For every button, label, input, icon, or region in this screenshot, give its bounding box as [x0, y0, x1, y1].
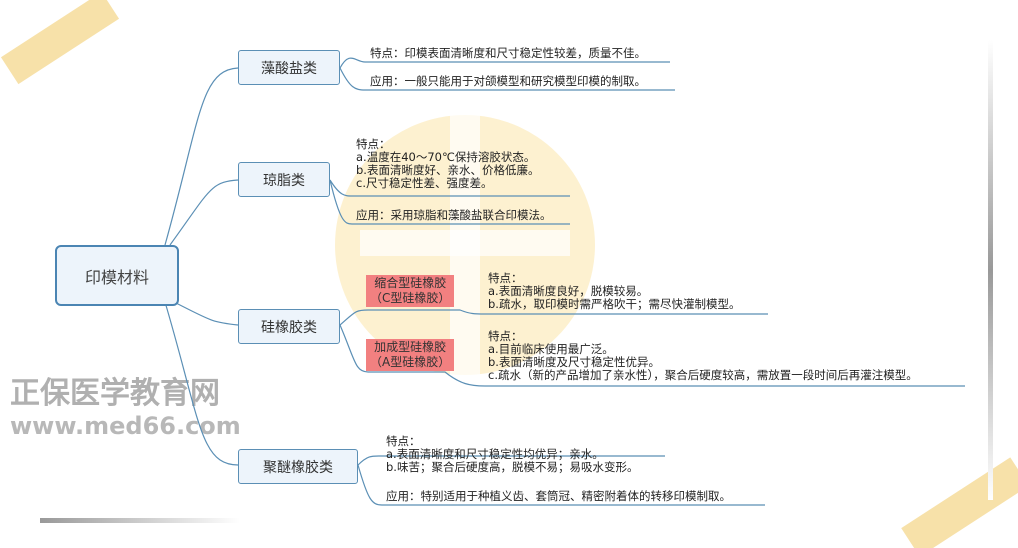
polyether-feature: 特点： a.表面清晰度和尺寸稳定性均优异；亲水。 b.味苦；聚合后硬度高，脱模不… [386, 435, 638, 474]
branch-agar[interactable]: 琼脂类 [238, 162, 330, 197]
branch-silicone[interactable]: 硅橡胶类 [238, 309, 340, 344]
note-line: a.温度在40～70℃保持溶胶状态。 [356, 150, 536, 164]
polyether-application: 应用：特别适用于种植义齿、套筒冠、精密附着体的转移印模制取。 [386, 489, 731, 503]
note-line: a.表面清晰度良好，脱模较易。 [488, 284, 649, 298]
alginate-application: 应用：一般只能用于对颌模型和研究模型印模的制取。 [370, 74, 646, 88]
note-line: 特点： [488, 271, 523, 285]
note-line: b.表面清晰度好、亲水、价格低廉。 [356, 163, 540, 177]
subtype-addition[interactable]: 加成型硅橡胶 （A型硅橡胶） [366, 339, 455, 371]
note-line: a.目前临床使用最广泛。 [488, 342, 614, 356]
note-line: a.表面清晰度和尺寸稳定性均优异；亲水。 [386, 447, 604, 461]
branch-polyether[interactable]: 聚醚橡胶类 [238, 449, 358, 484]
subtype-alias: （A型硅橡胶） [370, 355, 451, 369]
note-line: b.表面清晰度及尺寸稳定性优异。 [488, 355, 660, 369]
subtype-alias: （C型硅橡胶） [370, 291, 451, 305]
page-shadow [40, 518, 240, 523]
branch-alginate[interactable]: 藻酸盐类 [238, 50, 340, 85]
note-line: b.疏水，取印模时需严格吹干；需尽快灌制模型。 [488, 297, 741, 311]
agar-feature: 特点： a.温度在40～70℃保持溶胶状态。 b.表面清晰度好、亲水、价格低廉。… [356, 138, 539, 190]
subtype-condensation[interactable]: 缩合型硅橡胶 （C型硅橡胶） [366, 275, 455, 307]
watermark-url: www.med66.com [10, 412, 241, 440]
subtype-name: 加成型硅橡胶 [374, 340, 447, 354]
agar-application: 应用：采用琼脂和藻酸盐联合印模法。 [356, 208, 552, 222]
note-line: 特点： [356, 137, 391, 151]
note-line: 特点： [488, 329, 523, 343]
root-node[interactable]: 印模材料 [55, 245, 179, 306]
note-line: 特点： [386, 434, 421, 448]
alginate-feature: 特点：印模表面清晰度和尺寸稳定性较差，质量不佳。 [370, 46, 646, 60]
condensation-feature: 特点： a.表面清晰度良好，脱模较易。 b.疏水，取印模时需严格吹干；需尽快灌制… [488, 272, 740, 311]
subtype-name: 缩合型硅橡胶 [374, 276, 447, 290]
page-shadow [988, 40, 993, 500]
note-line: c.尺寸稳定性差、强度差。 [356, 176, 493, 190]
note-line: c.疏水（新的产品增加了亲水性），聚合后硬度较高，需放置一段时间后再灌注模型。 [488, 368, 918, 382]
note-line: b.味苦；聚合后硬度高，脱模不易；易吸水变形。 [386, 460, 639, 474]
addition-feature: 特点： a.目前临床使用最广泛。 b.表面清晰度及尺寸稳定性优异。 c.疏水（新… [488, 330, 918, 382]
watermark-text: 正保医学教育网 [10, 376, 220, 411]
